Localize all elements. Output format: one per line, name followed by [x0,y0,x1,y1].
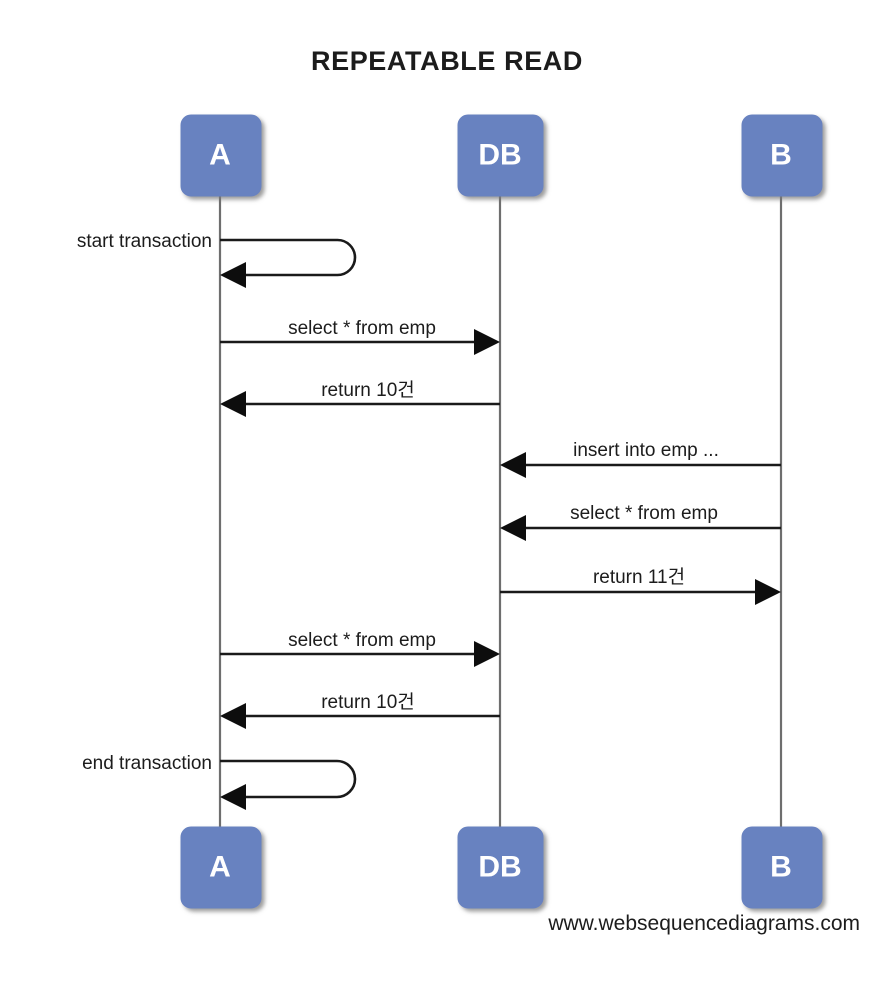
self-message-path [220,759,357,799]
message-4-left[interactable]: insert into emp ... [500,440,781,478]
message-8-left[interactable]: return 10건 [220,691,500,729]
actor-rect [180,826,262,909]
actor-rect [457,826,544,909]
actors-group: A A DB DB B B [180,114,823,909]
message-label: return 10건 [321,379,415,401]
message-7-right[interactable]: select * from emp [220,630,500,667]
self-message-path [220,238,357,277]
actor-rect [741,114,823,197]
message-3-left[interactable]: return 10건 [220,379,500,417]
actor-label-a: A [209,138,231,171]
arrow-head [755,579,781,605]
message-label: return 10건 [321,691,415,713]
actor-box-a-bottom[interactable]: A [180,826,262,909]
arrow-head [220,784,246,810]
watermark-footer: www.websequencediagrams.com [547,912,860,935]
actor-box-db-top[interactable]: DB [457,114,544,197]
arrow-head [500,452,526,478]
actor-label-b: B [770,850,792,883]
message-label: end transaction [82,753,212,774]
actor-label-db: DB [478,138,521,171]
message-5-left[interactable]: select * from emp [500,503,781,541]
arrow-head [474,329,500,355]
message-label: select * from emp [288,630,436,651]
actor-box-b-bottom[interactable]: B [741,826,823,909]
lifelines-group [218,196,783,827]
actor-rect [180,114,262,197]
message-1-self[interactable]: start transaction [77,231,357,288]
message-9-self[interactable]: end transaction [82,753,357,810]
page-title: REPEATABLE READ [311,46,583,76]
message-label: start transaction [77,231,212,252]
actor-box-b-top[interactable]: B [741,114,823,197]
messages-group: start transaction select * from emp return… [77,231,781,810]
arrow-head [220,391,246,417]
message-label: select * from emp [288,318,436,339]
arrow-head [474,641,500,667]
actor-label-a: A [209,850,231,883]
arrow-head [220,262,246,288]
arrow-head [220,703,246,729]
message-label: select * from emp [570,503,718,524]
actor-box-db-bottom[interactable]: DB [457,826,544,909]
actor-rect [741,826,823,909]
message-6-right[interactable]: return 11건 [500,566,781,605]
message-label: return 11건 [593,566,685,588]
message-label: insert into emp ... [573,440,719,461]
actor-box-a-top[interactable]: A [180,114,262,197]
actor-rect [457,114,544,197]
actor-label-b: B [770,138,792,171]
message-2-right[interactable]: select * from emp [220,318,500,355]
arrow-head [500,515,526,541]
actor-label-db: DB [478,850,521,883]
